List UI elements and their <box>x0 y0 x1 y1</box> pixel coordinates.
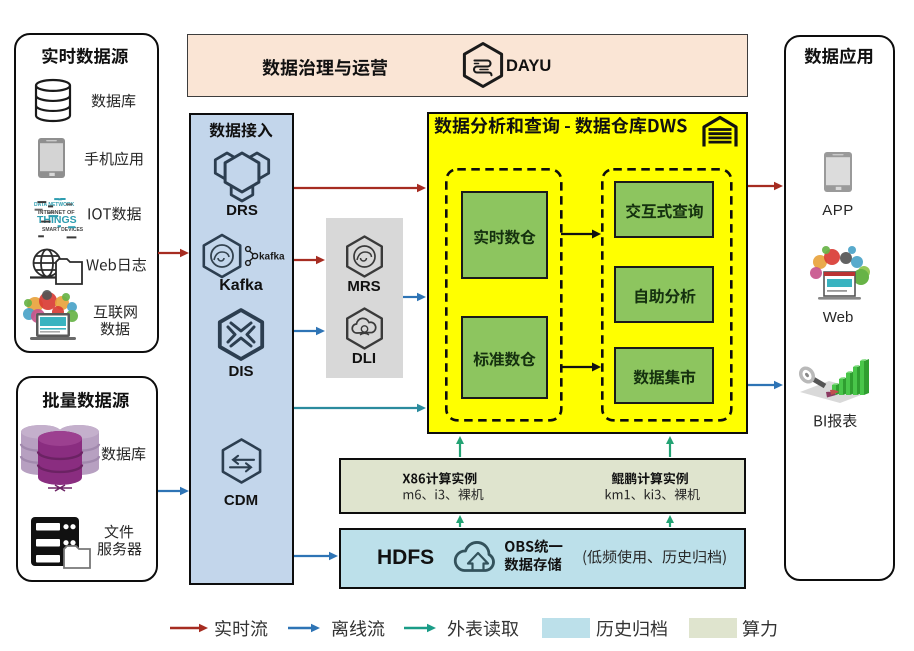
svg-text:kafka: kafka <box>259 252 285 263</box>
svg-text:SMART DEVICES: SMART DEVICES <box>42 227 84 233</box>
svg-text:INTERNET OF: INTERNET OF <box>38 210 75 216</box>
svg-text:DATA NETWORK: DATA NETWORK <box>34 202 75 208</box>
svg-text:THINGS: THINGS <box>37 214 77 226</box>
